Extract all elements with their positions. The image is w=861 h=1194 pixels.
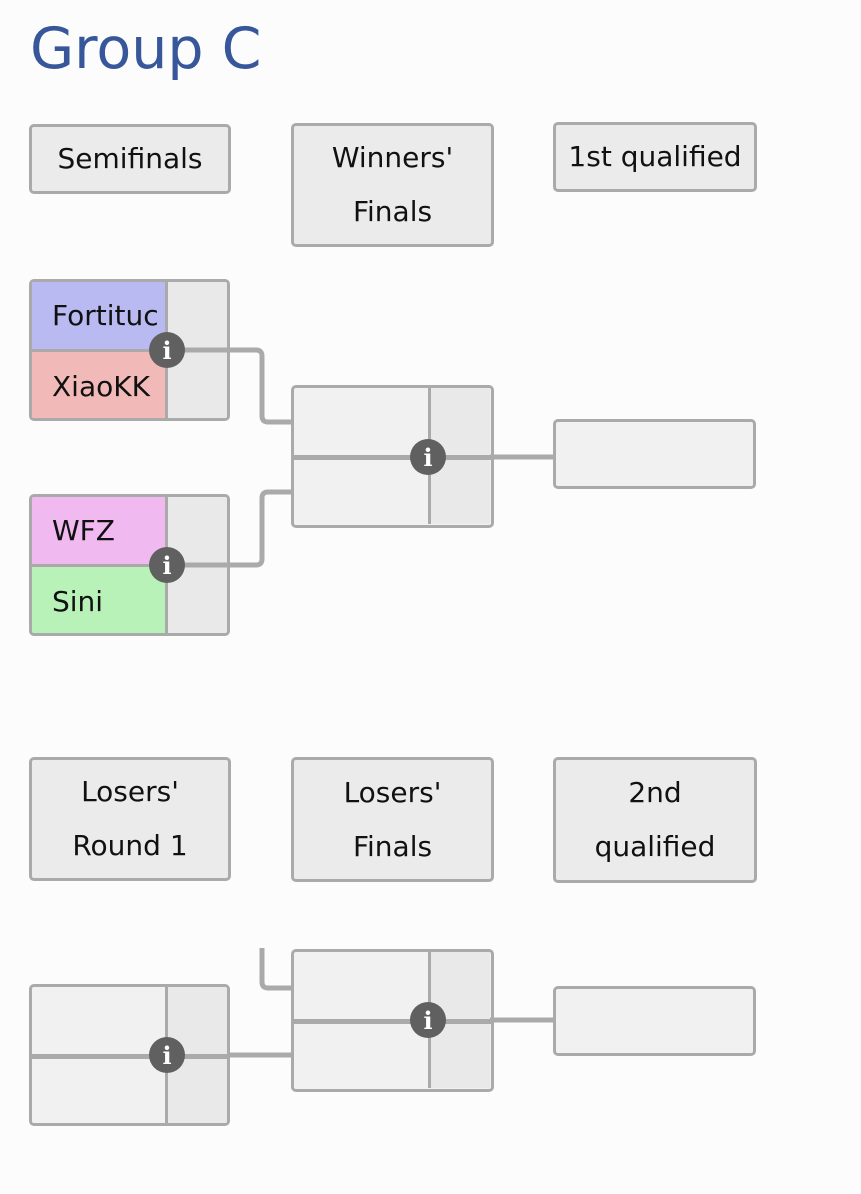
header-winners-finals: Winners' Finals bbox=[291, 123, 494, 247]
header-losers-round-1: Losers' Round 1 bbox=[29, 757, 231, 881]
info-icon[interactable]: i bbox=[149, 332, 185, 368]
group-title: Group C bbox=[30, 16, 262, 82]
team-slot[interactable]: Sini bbox=[32, 567, 165, 633]
team-slot[interactable]: Fortituc bbox=[32, 282, 165, 352]
team-slot[interactable]: XiaoKK bbox=[32, 352, 165, 418]
first-qualified-slot[interactable] bbox=[553, 419, 756, 489]
divider bbox=[32, 1054, 227, 1059]
team-slot[interactable]: WFZ bbox=[32, 497, 165, 567]
header-first-qualified: 1st qualified bbox=[553, 122, 757, 192]
info-icon[interactable]: i bbox=[410, 1002, 446, 1038]
info-icon[interactable]: i bbox=[149, 547, 185, 583]
divider bbox=[294, 455, 491, 460]
header-losers-finals: Losers' Finals bbox=[291, 757, 494, 882]
info-icon[interactable]: i bbox=[149, 1037, 185, 1073]
info-icon[interactable]: i bbox=[410, 439, 446, 475]
losers-round1-match[interactable] bbox=[29, 984, 230, 1126]
divider bbox=[294, 1019, 491, 1024]
header-second-qualified: 2nd qualified bbox=[553, 757, 757, 883]
header-semifinals: Semifinals bbox=[29, 124, 231, 194]
